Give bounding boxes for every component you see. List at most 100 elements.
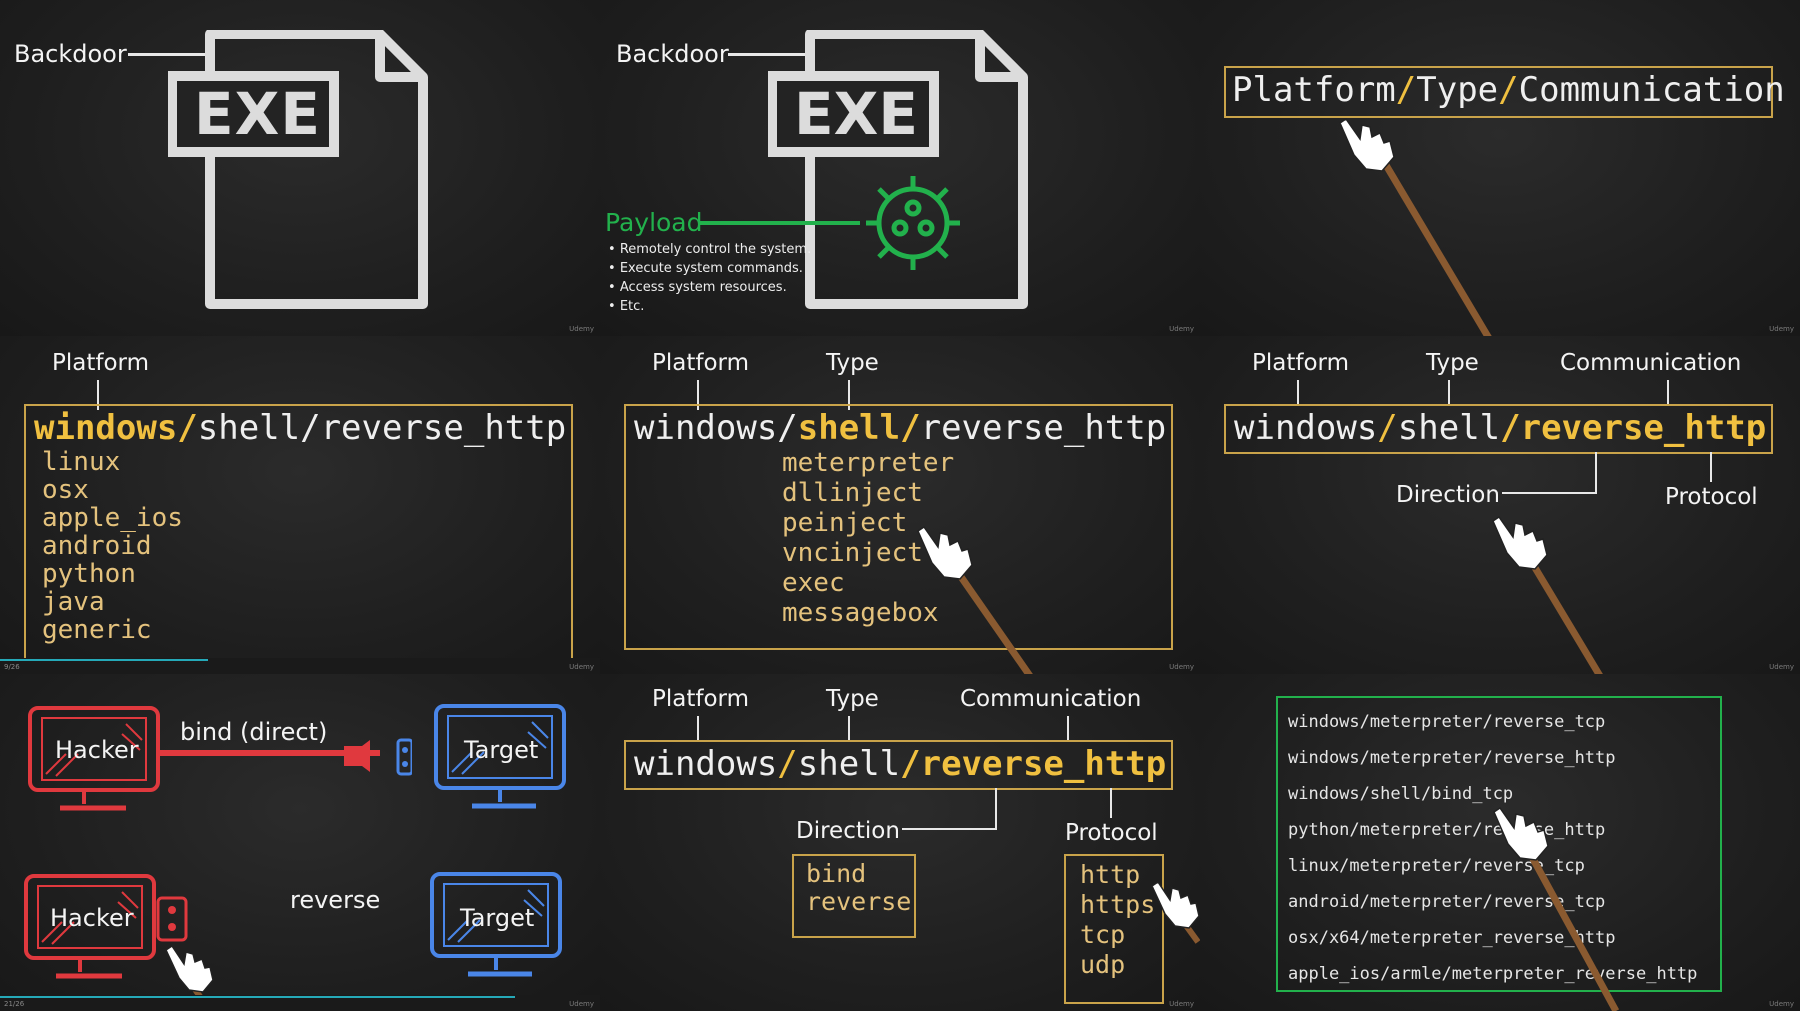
communication-label: Communication (960, 686, 1142, 712)
platform-word: Platform (1232, 70, 1396, 110)
progress-counter: 9/26 (4, 663, 20, 671)
list-item: windows/meterpreter/reverse_http (1288, 748, 1616, 768)
option-item: bind (806, 859, 867, 888)
option-item: reverse (806, 887, 912, 916)
pointer-hand-icon (1339, 117, 1492, 336)
type-segment: shell (1397, 408, 1501, 448)
option-item: dllinject (782, 478, 923, 508)
payload-string: windows/shell/reverse_http (1234, 408, 1766, 448)
watermark: Udemy (1169, 663, 1194, 671)
backdoor-label: Backdoor (14, 40, 127, 68)
type-label: Type (1426, 350, 1479, 376)
option-item: osx (42, 475, 89, 505)
bind-cable (160, 750, 380, 756)
option-item: https (1080, 890, 1156, 919)
platform-label: Platform (652, 350, 749, 376)
exe-text: EXE (794, 80, 918, 148)
exe-file-icon (168, 30, 428, 309)
payload-label: Payload (605, 208, 703, 237)
platform-segment: windows (1234, 408, 1378, 448)
hacker-label: Hacker (50, 904, 134, 932)
protocol-label: Protocol (1665, 484, 1758, 510)
panel-structure: Platform/Type/Communication Udemy (1200, 0, 1800, 336)
pointer-hand-icon (1493, 806, 1620, 1011)
communication-label: Communication (1560, 350, 1742, 376)
platform-segment: windows/ (634, 408, 798, 448)
backdoor-pointer-line (728, 53, 810, 56)
reverse-label: reverse (290, 886, 381, 914)
type-tick (848, 380, 850, 410)
type-segment: shell (797, 744, 901, 784)
direction-connector-h (1502, 492, 1597, 494)
plug-icon (344, 738, 412, 776)
platform-tick (697, 380, 699, 410)
bullet-item: Remotely control the system. (608, 240, 811, 259)
direction-connector-v (995, 788, 997, 830)
watermark: Udemy (1169, 1000, 1194, 1008)
platform-label: Platform (652, 686, 749, 712)
direction-connector-v (1595, 452, 1597, 494)
panel-communication: Platform Type Communication windows/shel… (1200, 336, 1800, 674)
payload-bullets: Remotely control the system. Execute sys… (608, 240, 811, 316)
panel-bind-reverse: Hacker bind (direct) Target (0, 674, 600, 1011)
panel-direction-protocol: Platform Type Communication windows/shel… (600, 674, 1200, 1011)
slash: / (1498, 70, 1519, 110)
communication-tick (1667, 380, 1669, 404)
watermark: Udemy (1169, 325, 1194, 333)
option-item: java (42, 587, 105, 617)
video-progress-bar[interactable]: 9/26 (0, 658, 600, 674)
option-item: meterpreter (782, 448, 955, 478)
hacker-monitor-icon (28, 706, 160, 811)
structure-box (1224, 66, 1773, 118)
video-progress-bar[interactable]: 21/26 (0, 995, 600, 1011)
type-tick (1448, 380, 1450, 404)
panel-payload: Backdoor EXE Payload Remotely control th… (600, 0, 1200, 336)
protocol-connector (1110, 788, 1112, 818)
watermark: Udemy (1769, 1000, 1794, 1008)
direction-label: Direction (796, 818, 900, 844)
list-item: windows/meterpreter/reverse_tcp (1288, 712, 1606, 732)
communication-box (1224, 404, 1773, 454)
option-item: messagebox (782, 598, 939, 628)
option-item: exec (782, 568, 845, 598)
hacker-monitor-icon (24, 874, 156, 979)
option-item: http (1080, 860, 1141, 889)
type-label: Type (826, 686, 879, 712)
slash: / (1377, 408, 1398, 448)
platform-tick (97, 380, 99, 410)
direction-options-box (792, 854, 916, 938)
protocol-connector (1710, 452, 1712, 482)
structure-text: Platform/Type/Communication (1232, 70, 1785, 110)
exe-text: EXE (194, 80, 321, 148)
type-options: meterpreter dllinject peinject vncinject… (782, 448, 954, 628)
option-item: python (42, 559, 136, 589)
rest-segment: reverse_http (920, 408, 1167, 448)
direction-options: bind reverse (806, 860, 911, 916)
bind-label: bind (direct) (180, 718, 328, 746)
type-word: Type (1416, 70, 1499, 110)
type-box (624, 404, 1173, 650)
socket-icon (156, 896, 188, 942)
target-monitor-icon (434, 704, 566, 809)
watermark: Udemy (569, 1000, 594, 1008)
direction-connector-h (902, 828, 997, 830)
bullet-item: Execute system commands. (608, 259, 811, 278)
communication-box (624, 740, 1173, 790)
target-label: Target (464, 736, 539, 764)
communication-word: Communication (1518, 70, 1785, 110)
target-label: Target (460, 904, 535, 932)
pointer-hand-icon (1151, 880, 1200, 944)
watermark: Udemy (1769, 325, 1794, 333)
option-item: tcp (1080, 920, 1126, 949)
platform-label: Platform (1252, 350, 1349, 376)
option-item: android (42, 531, 152, 561)
progress-fill (0, 996, 515, 998)
type-label: Type (826, 350, 879, 376)
type-segment: shell/ (797, 408, 921, 448)
payload-string: windows/shell/reverse_http (34, 408, 566, 448)
rest-segment: shell/reverse_http (197, 408, 567, 448)
option-item: generic (42, 615, 152, 645)
protocol-options: http https tcp udp (1080, 860, 1155, 980)
platform-segment: windows (634, 744, 778, 784)
payload-list: windows/meterpreter/reverse_tcp windows/… (1288, 704, 1697, 992)
